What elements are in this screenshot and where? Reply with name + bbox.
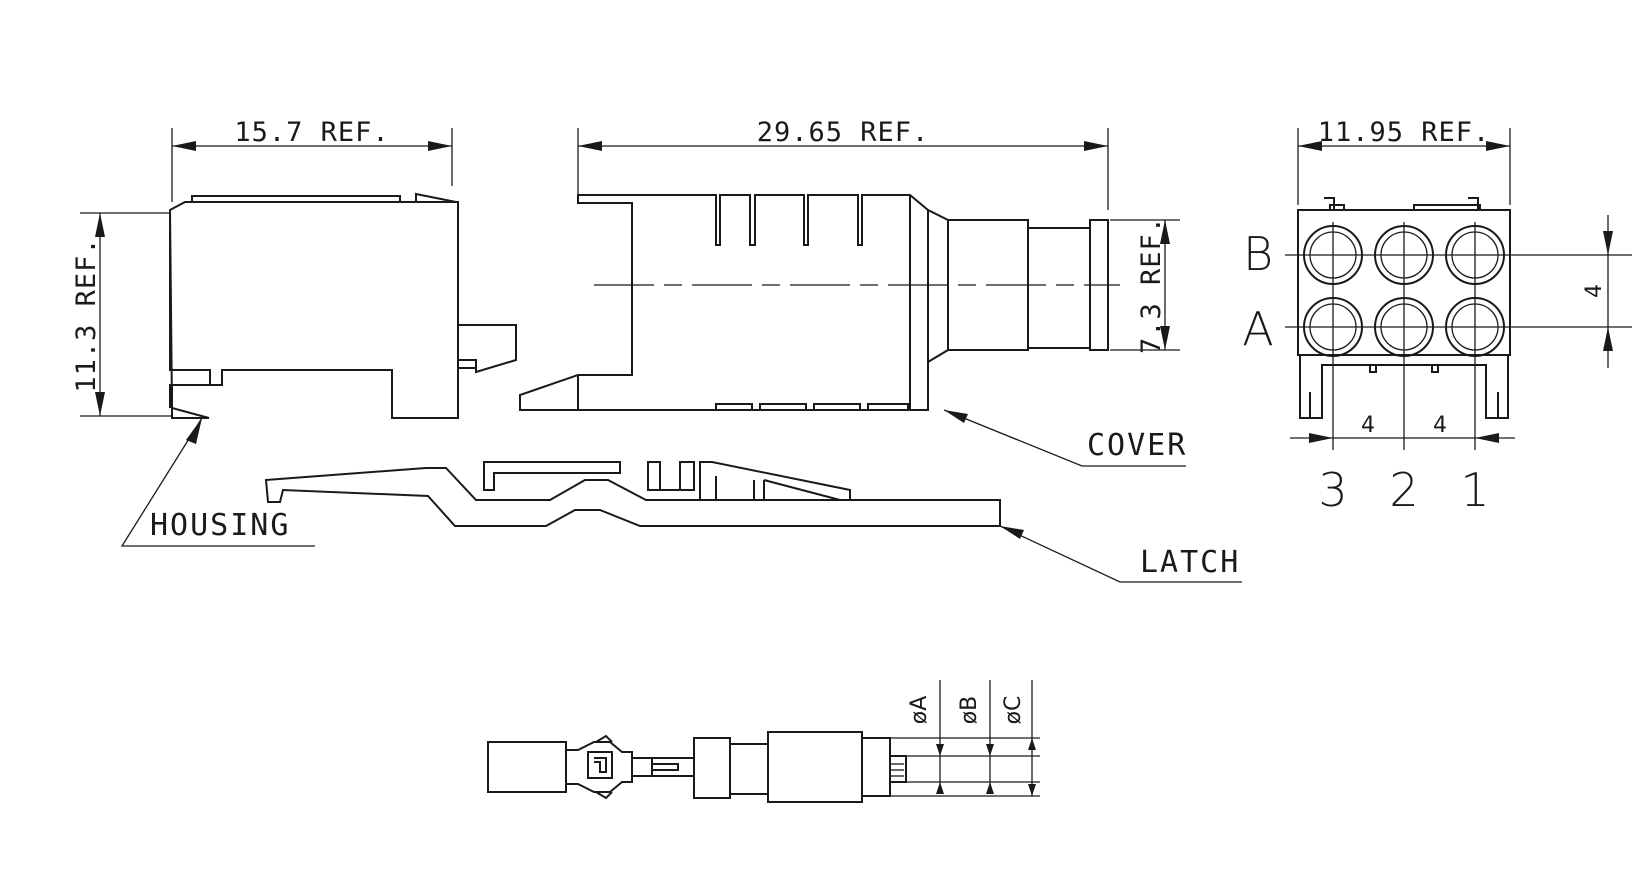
row-pitch-label: 4	[1582, 284, 1607, 298]
contact-view	[487, 731, 907, 803]
dia-b-label: øB	[957, 696, 982, 725]
cover-height-label: 7.3 REF.	[1136, 216, 1167, 354]
dia-c-label: øC	[1001, 696, 1026, 725]
front-width-label: 11.95 REF.	[1318, 117, 1491, 148]
housing-width-dimension: 15.7 REF.	[171, 117, 453, 202]
row-label-b: B	[1243, 227, 1273, 281]
cover-leader: COVER	[943, 409, 1187, 467]
housing-width-label: 15.7 REF.	[234, 117, 389, 148]
row-pitch-dimension: 4	[1582, 215, 1613, 368]
latch-view	[264, 461, 1001, 527]
col-pitch-left-label: 4	[1361, 413, 1375, 438]
latch-leader: LATCH	[999, 525, 1242, 583]
dia-a-label: øA	[907, 696, 932, 725]
housing-height-label: 11.3 REF.	[71, 237, 102, 392]
contact-diameter-dimensions: øA øB øC	[862, 680, 1040, 797]
cover-height-dimension: 7.3 REF.	[1110, 216, 1180, 354]
housing-height-dimension: 11.3 REF.	[71, 212, 172, 417]
front-width-dimension: 11.95 REF.	[1297, 117, 1511, 205]
column-label-1: 1	[1460, 463, 1489, 517]
column-label-3: 3	[1318, 463, 1347, 517]
cover-length-dimension: 29.65 REF.	[577, 117, 1109, 210]
housing-view	[168, 192, 517, 419]
cover-label: COVER	[1087, 428, 1187, 463]
housing-label: HOUSING	[150, 508, 290, 543]
cover-view	[519, 194, 1109, 411]
front-centerlines	[1285, 222, 1632, 450]
housing-leader: HOUSING	[120, 417, 315, 547]
cover-length-label: 29.65 REF.	[757, 117, 930, 148]
column-pitch-dimension: 4 4	[1290, 413, 1515, 443]
column-label-2: 2	[1389, 463, 1418, 517]
row-label-a: A	[1242, 302, 1273, 356]
col-pitch-right-label: 4	[1433, 413, 1447, 438]
latch-label: LATCH	[1140, 545, 1240, 580]
